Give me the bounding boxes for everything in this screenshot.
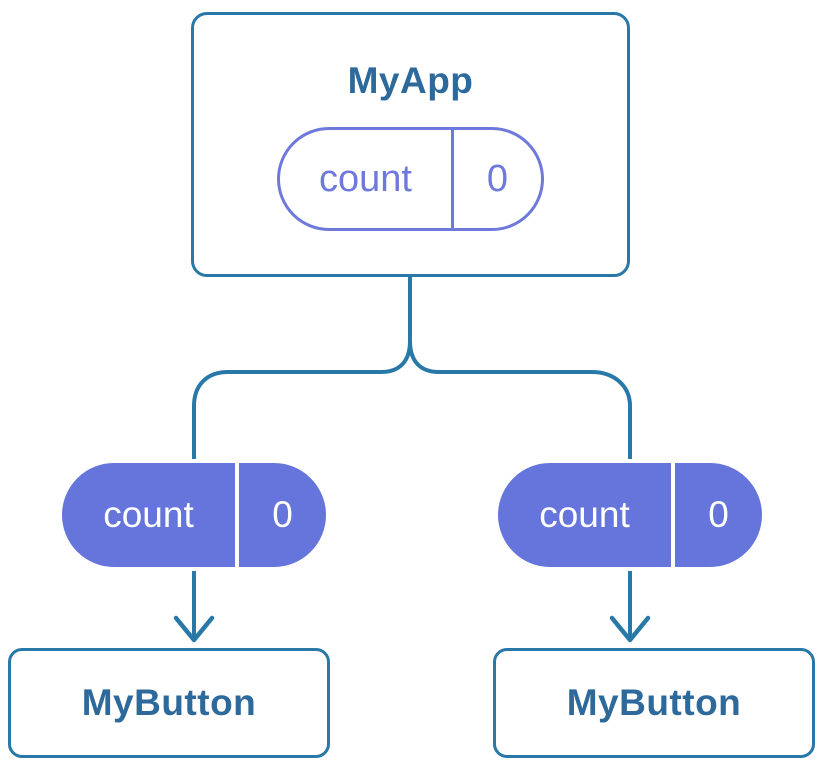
- state-value: 0: [486, 157, 509, 200]
- prop-pill-left: count 0: [58, 459, 330, 571]
- pill-divider: [235, 463, 239, 567]
- node-mybutton-title: MyButton: [566, 682, 742, 723]
- arrow-down-left-icon: [173, 615, 215, 643]
- prop-label: count: [539, 494, 630, 535]
- state-label: count: [319, 157, 412, 200]
- node-mybutton-left: MyButton: [8, 648, 330, 758]
- node-myapp-title: MyApp: [347, 60, 474, 101]
- myapp-state-pill: count 0: [277, 127, 544, 231]
- prop-value: 0: [272, 494, 293, 535]
- prop-label: count: [103, 494, 194, 535]
- node-myapp: MyApp count 0: [191, 12, 630, 277]
- prop-value: 0: [708, 494, 729, 535]
- pill-divider: [451, 130, 454, 228]
- prop-pill-right: count 0: [494, 459, 766, 571]
- arrow-down-right-icon: [609, 615, 651, 643]
- branch-connector-lines: [192, 277, 632, 638]
- node-mybutton-title: MyButton: [81, 682, 257, 723]
- pill-divider: [671, 463, 675, 567]
- node-mybutton-right: MyButton: [493, 648, 815, 758]
